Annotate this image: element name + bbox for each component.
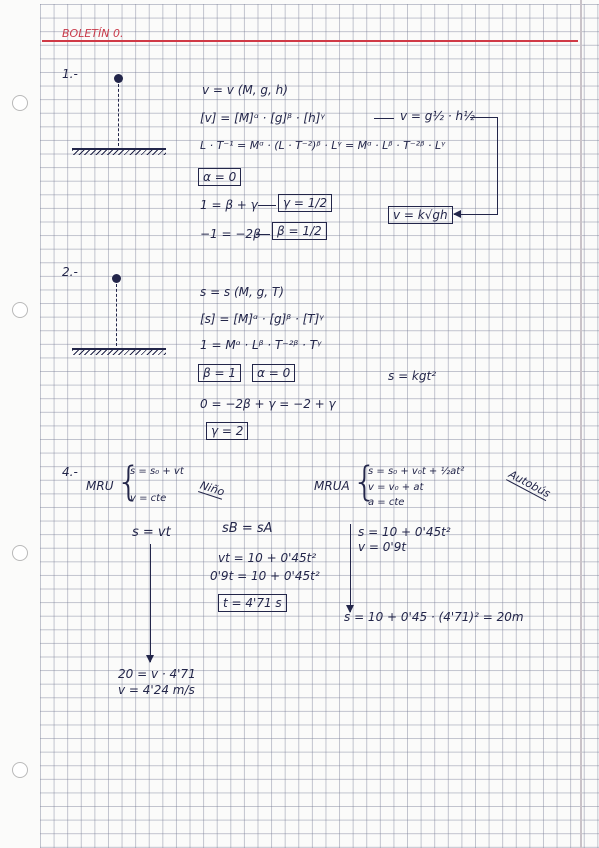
- brace: {: [352, 459, 378, 505]
- exercise-1-number: 1.-: [62, 67, 78, 81]
- ex2-line-3: 1 = Mᵅ · Lᵝ · T⁻²ᵝ · Tᵞ: [200, 338, 322, 352]
- nino-arrow: [146, 544, 154, 663]
- drop-height-line: [116, 284, 117, 346]
- ex1-equation-2: −1 = −2β: [200, 227, 261, 241]
- exercise-4-number: 4.-: [62, 465, 78, 479]
- bus-final-position: s = 10 + 0'45 · (4'71)² = 20m: [344, 610, 524, 624]
- falling-ball: [112, 274, 121, 283]
- mrua-position-eq: s = s₀ + v₀t + ½at²: [368, 466, 465, 477]
- ex2-line-2: [s] = [M]ᵅ · [g]ᵝ · [T]ᵞ: [200, 312, 324, 326]
- ex1-alpha-box: α = 0: [198, 168, 242, 186]
- bus-position-eq: s = 10 + 0'45t²: [358, 525, 451, 539]
- ex1-line-3: L · T⁻¹ = Mᵅ · (L · T⁻²)ᵝ · Lᵞ = Mᵅ · Lᵝ…: [200, 139, 446, 152]
- mru-position-eq: s = s₀ + vt: [130, 466, 184, 477]
- mru-velocity-eq: v = cte: [130, 493, 167, 504]
- falling-ball: [114, 74, 123, 83]
- ex1-equation-1: 1 = β + γ: [200, 198, 258, 212]
- ex1-line-1: v = v (M, g, h): [202, 83, 288, 97]
- exercise-2-number: 2.-: [62, 265, 78, 279]
- drop-height-line: [118, 84, 119, 146]
- ex2-equation: 0 = −2β + γ = −2 + γ: [200, 397, 336, 411]
- mrua-acceleration: a = cte: [368, 497, 405, 508]
- arrow: [374, 118, 394, 119]
- ex1-beta-box: β = 1/2: [272, 222, 327, 240]
- brace: {: [116, 459, 142, 505]
- meeting-condition: sB = sA: [222, 521, 273, 536]
- ground: [72, 148, 166, 155]
- punch-hole: [12, 545, 28, 561]
- punch-hole: [12, 302, 28, 318]
- bus-arrow: [346, 524, 354, 613]
- ex2-line-1: s = s (M, g, T): [200, 285, 284, 299]
- ex2-result: s = kgt²: [388, 369, 437, 383]
- bus-velocity-eq: v = 0'9t: [358, 540, 407, 554]
- nino-equation: 20 = v · 4'71: [118, 667, 196, 681]
- left-margin: [0, 0, 40, 848]
- nino-motion-eq: s = vt: [132, 525, 171, 540]
- autobus-label: Autobús: [506, 467, 553, 502]
- punch-hole: [12, 95, 28, 111]
- nino-label: Niño: [198, 478, 227, 500]
- mrua-velocity-eq: v = v₀ + at: [368, 482, 424, 493]
- meeting-equation-2: 0'9t = 10 + 0'45t²: [210, 569, 320, 583]
- arrow: [258, 205, 276, 206]
- ex1-result: v = g½ · h½: [400, 109, 475, 123]
- ex1-final-box: v = k√gh: [388, 206, 453, 224]
- ex2-alpha-box: α = 0: [252, 364, 296, 382]
- ex2-beta-box: β = 1: [198, 364, 241, 382]
- mrua-label: MRUA: [314, 479, 350, 493]
- meeting-equation-1: vt = 10 + 0'45t²: [218, 551, 317, 565]
- connector-arrow: [453, 210, 498, 218]
- connector-line: [470, 117, 498, 118]
- arrow: [256, 234, 270, 235]
- page-title: BOLETÍN 0.: [62, 27, 124, 40]
- ground: [72, 348, 166, 355]
- ex1-gamma-box: γ = 1/2: [278, 194, 333, 212]
- punch-hole: [12, 762, 28, 778]
- right-margin-line: [580, 0, 582, 848]
- title-underline: [42, 40, 578, 42]
- ex2-gamma-box: γ = 2: [206, 422, 249, 440]
- nino-velocity: v = 4'24 m/s: [118, 683, 195, 697]
- ex1-line-2: [v] = [M]ᵅ · [g]ᵝ · [h]ᵞ: [200, 111, 325, 125]
- top-margin: [0, 0, 599, 4]
- mru-label: MRU: [86, 479, 114, 493]
- time-result-box: t = 4'71 s: [218, 594, 287, 612]
- connector-line: [497, 117, 498, 215]
